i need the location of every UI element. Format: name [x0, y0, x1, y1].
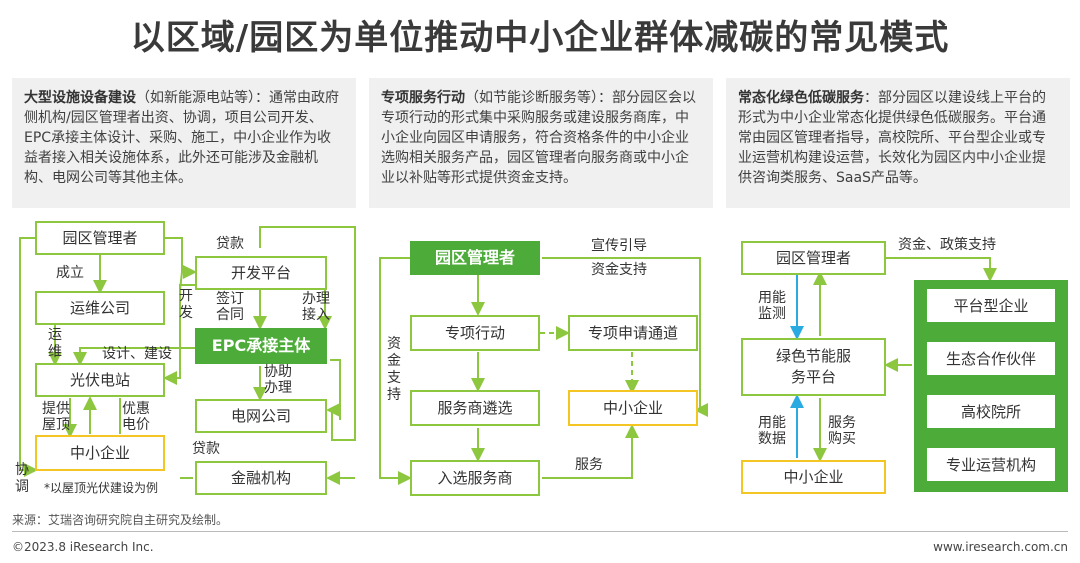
source-note: 来源：艾瑞咨询研究院自主研究及绘制。	[12, 513, 229, 527]
ops-org-node: 专业运营机构	[927, 448, 1055, 481]
panel-body: ：部分园区以建设线上平台的形式为中小企业常态化提供绿色低碳服务。平台通常由园区管…	[738, 90, 1046, 186]
finance-institution-node: 金融机构	[195, 461, 327, 495]
eco-partner-node: 生态合作伙伴	[927, 342, 1055, 375]
label-sign-contract: 签订合同	[216, 291, 244, 323]
pv-station-node: 光伏电站	[35, 363, 165, 397]
ops-company-node: 运维公司	[35, 291, 165, 325]
label-assist: 协助办理	[264, 364, 292, 396]
platform-company-node: 平台型企业	[927, 289, 1055, 322]
label-publicity: 宣传引导	[591, 238, 647, 254]
special-channel-node: 专项申请通道	[568, 315, 698, 351]
university-node: 高校院所	[927, 395, 1055, 428]
panel-heading: 常态化绿色低碳服务	[738, 90, 864, 106]
grid-company-node: 电网公司	[195, 399, 327, 433]
park-manager-node-2: 园区管理者	[410, 241, 540, 275]
description-panel-3: 常态化绿色低碳服务：部分园区以建设线上平台的形式为中小企业常态化提供绿色低碳服务…	[726, 78, 1070, 208]
label-service-purchase: 服务购买	[828, 415, 856, 447]
label-loan-bottom: 贷款	[192, 441, 220, 457]
footer-divider	[12, 531, 1068, 532]
panel-heading: 专项服务行动	[381, 90, 465, 106]
label-establish: 成立	[56, 265, 84, 281]
sme-node-3: 中小企业	[741, 460, 886, 494]
vendor-selection-node: 服务商遴选	[410, 390, 540, 426]
panel-heading: 大型设施设备建设	[24, 90, 136, 106]
description-panel-1: 大型设施设备建设（如新能源电站等）：通常由政府侧机构/园区管理者出资、协调，项目…	[12, 78, 356, 208]
description-panel-2: 专项服务行动（如节能诊断服务等）：部分园区会以专项行动的形式集中采购服务或建设服…	[369, 78, 713, 208]
sme-node-1: 中小企业	[35, 435, 165, 471]
park-manager-node-1: 园区管理者	[35, 221, 165, 255]
label-energy-monitor: 用能监测	[758, 290, 786, 322]
label-manage-access: 办理接入	[302, 291, 330, 323]
special-action-node: 专项行动	[410, 315, 540, 351]
label-energy-data: 用能数据	[758, 415, 786, 447]
label-service: 服务	[575, 457, 603, 473]
green-platform-node: 绿色节能服务平台	[741, 338, 886, 396]
copyright: ©2023.8 iResearch Inc.	[12, 540, 154, 554]
label-fund-support-vertical: 资金支持	[387, 336, 401, 403]
panel-body: （如新能源电站等）：通常由政府侧机构/园区管理者出资、协调，项目公司开发、EPC…	[24, 90, 339, 186]
page-title: 以区域/园区为单位推动中小企业群体减碳的常见模式	[130, 18, 950, 58]
label-design-build: 设计、建设	[102, 346, 172, 362]
sme-node-2: 中小企业	[568, 390, 698, 426]
label-develop: 开发	[179, 288, 193, 321]
dev-platform-node: 开发平台	[195, 256, 327, 290]
park-manager-node-3: 园区管理者	[741, 241, 886, 275]
note-rooftop-pv: *以屋顶光伏建设为例	[44, 481, 159, 495]
selected-vendor-node: 入选服务商	[410, 460, 540, 496]
label-loan-top: 贷款	[216, 236, 244, 252]
label-coordinate: 协调	[15, 462, 29, 495]
epc-contractor-node: EPC承接主体	[195, 328, 327, 364]
website-link[interactable]: www.iresearch.com.cn	[933, 540, 1068, 554]
label-ops: 运维	[48, 327, 62, 360]
label-fund-policy: 资金、政策支持	[898, 237, 996, 253]
label-discount-price: 优惠电价	[122, 401, 150, 433]
panel-body: （如节能诊断服务等）：部分园区会以专项行动的形式集中采购服务或建设服务商库，中小…	[381, 90, 696, 186]
label-provide-roof: 提供屋顶	[42, 401, 70, 433]
label-funding: 资金支持	[591, 262, 647, 278]
